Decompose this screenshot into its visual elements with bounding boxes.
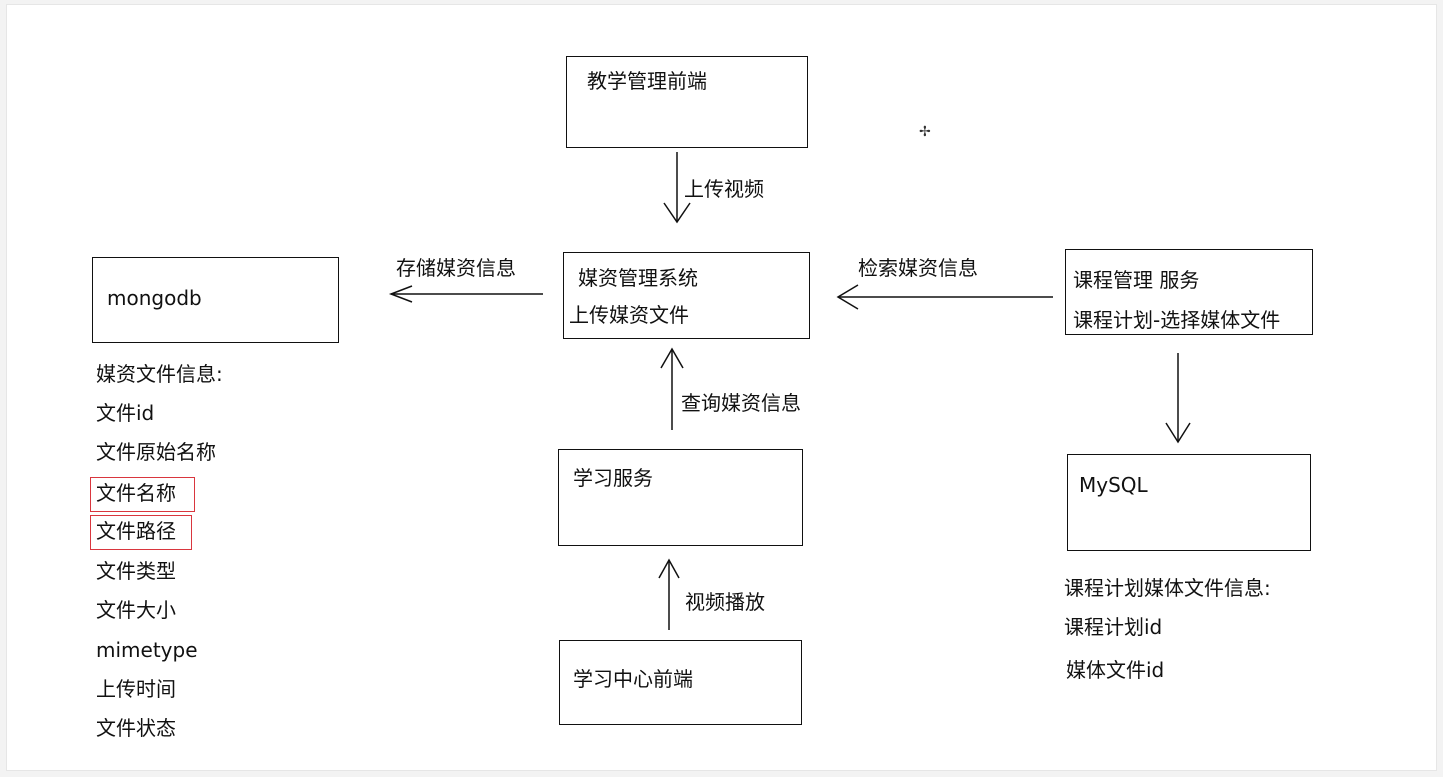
mysql-fields-heading: 课程计划媒体文件信息: xyxy=(1064,576,1271,600)
arrow-upload-video-head xyxy=(663,202,691,224)
mongodb-field: 文件名称 xyxy=(96,481,176,505)
edge-label-upload-video: 上传视频 xyxy=(684,177,764,201)
mongodb-field: 上传时间 xyxy=(96,677,176,701)
mongodb-field: 文件路径 xyxy=(96,519,176,543)
crosshair-cursor-icon: ✢ xyxy=(919,124,931,140)
mysql-label: MySQL xyxy=(1079,473,1148,497)
edge-label-search-media-info: 检索媒资信息 xyxy=(858,256,978,280)
learning-service-label: 学习服务 xyxy=(573,466,653,490)
highlight-file-path xyxy=(90,515,192,550)
mongodb-field: mimetype xyxy=(96,638,198,662)
mysql-box xyxy=(1067,454,1311,551)
mongodb-fields-heading: 媒资文件信息: xyxy=(96,362,223,386)
learning-frontend-label: 学习中心前端 xyxy=(573,667,693,691)
mysql-field: 课程计划id xyxy=(1064,615,1163,639)
course-service-label-2: 课程计划-选择媒体文件 xyxy=(1073,308,1281,332)
learning-service-box xyxy=(558,449,803,546)
arrow-search-media-info-head xyxy=(836,284,859,310)
mysql-field: 媒体文件id xyxy=(1066,658,1165,682)
mongodb-field: 文件id xyxy=(96,401,155,425)
arrow-course-to-mysql-head xyxy=(1165,422,1191,444)
edge-label-video-play: 视频播放 xyxy=(685,590,765,614)
edge-label-store-media-info: 存储媒资信息 xyxy=(396,256,516,280)
arrow-store-media-info-head xyxy=(388,285,413,303)
media-system-label-1: 媒资管理系统 xyxy=(578,266,698,290)
mongodb-field: 文件大小 xyxy=(96,598,176,622)
mongodb-box xyxy=(92,257,339,343)
mongodb-field: 文件状态 xyxy=(96,716,176,740)
arrow-query-media-info-head xyxy=(660,347,684,369)
mongodb-field: 文件类型 xyxy=(96,559,176,583)
teaching-frontend-box xyxy=(566,56,808,148)
media-system-box xyxy=(563,252,810,339)
teaching-frontend-label: 教学管理前端 xyxy=(587,69,707,93)
edge-label-query-media-info: 查询媒资信息 xyxy=(681,391,801,415)
mongodb-label: mongodb xyxy=(107,286,202,310)
arrow-video-play-head xyxy=(658,558,680,579)
mongodb-field: 文件原始名称 xyxy=(96,440,216,464)
learning-frontend-box xyxy=(559,640,802,725)
course-service-box xyxy=(1065,249,1313,335)
course-service-label-1: 课程管理 服务 xyxy=(1073,268,1200,292)
highlight-file-name xyxy=(90,477,195,512)
media-system-label-2: 上传媒资文件 xyxy=(569,303,689,327)
